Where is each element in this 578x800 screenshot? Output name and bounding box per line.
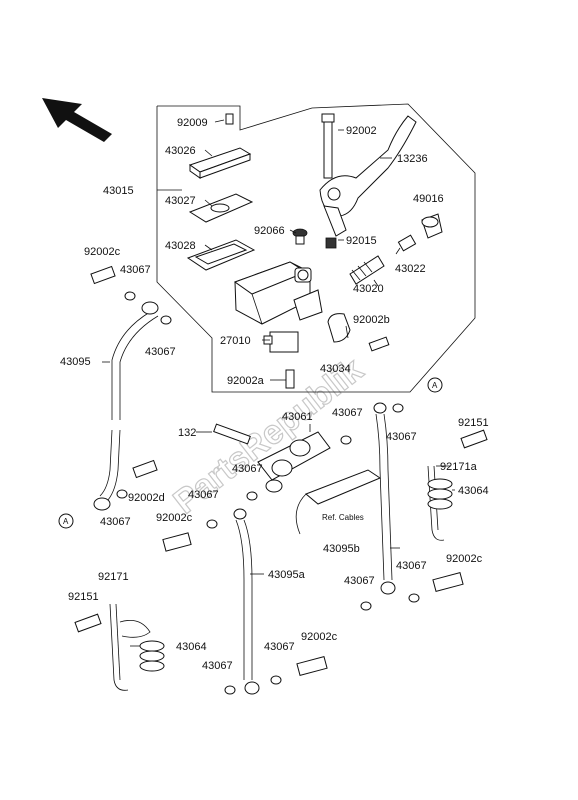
label-43067-rb2: 43067 bbox=[396, 560, 427, 572]
banjo-bolt-r bbox=[432, 571, 464, 593]
label-43095a: 43095a bbox=[268, 569, 306, 581]
lever-boot bbox=[421, 213, 443, 239]
label-43067-mid3: 43067 bbox=[188, 489, 219, 501]
clamp-bolt-b bbox=[368, 336, 390, 352]
front-arrow-icon bbox=[42, 98, 112, 142]
master-cylinder-body bbox=[233, 261, 323, 325]
label-92002c-tl: 92002c bbox=[84, 246, 121, 258]
label-92066: 92066 bbox=[254, 225, 285, 237]
cap-screw bbox=[225, 113, 234, 125]
label-43064-l: 43064 bbox=[176, 641, 207, 653]
diaphragm bbox=[186, 239, 256, 271]
label-43020: 43020 bbox=[353, 283, 384, 295]
label-92171: 92171 bbox=[98, 571, 129, 583]
joint-bracket bbox=[295, 469, 382, 535]
brake-hose-43095a bbox=[233, 508, 260, 695]
lever-holder-clamp bbox=[327, 313, 351, 343]
assembly-outline bbox=[156, 103, 476, 393]
label-43064-r: 43064 bbox=[458, 485, 489, 497]
bolt-92151-r bbox=[460, 429, 488, 449]
washers-mid bbox=[206, 403, 404, 529]
label-43015: 43015 bbox=[103, 185, 134, 197]
label-43027: 43027 bbox=[165, 195, 196, 207]
banjo-bolt-d bbox=[132, 459, 158, 479]
label-43028: 43028 bbox=[165, 240, 196, 252]
label-92002c-mid: 92002c bbox=[156, 512, 193, 524]
marker-a-left-text: A bbox=[63, 517, 69, 526]
label-43067-tl2: 43067 bbox=[145, 346, 176, 358]
washers-bottom bbox=[224, 675, 282, 695]
label-92151-r: 92151 bbox=[458, 417, 489, 429]
label-43067-ra: 43067 bbox=[386, 431, 417, 443]
label-43034: 43034 bbox=[320, 363, 351, 375]
label-43067-bl: 43067 bbox=[100, 516, 131, 528]
brake-lever bbox=[319, 115, 417, 237]
label-132: 132 bbox=[178, 427, 196, 439]
brake-hose-43095 bbox=[93, 301, 159, 511]
banjo-bolt-tl bbox=[90, 265, 116, 285]
push-rod-set bbox=[349, 234, 417, 285]
bleed-plug bbox=[292, 228, 308, 245]
joint-bolt-132 bbox=[213, 423, 251, 445]
marker-a-left: A bbox=[58, 513, 74, 529]
bolt-92151-l bbox=[74, 613, 102, 633]
label-92171a: 92171a bbox=[440, 461, 478, 473]
marker-a-right-text: A bbox=[432, 381, 438, 390]
label-43026: 43026 bbox=[165, 145, 196, 157]
hose-bracket-92171 bbox=[109, 603, 151, 691]
label-43095: 43095 bbox=[60, 356, 91, 368]
banjo-bolt-mid bbox=[162, 532, 192, 552]
brake-switch bbox=[263, 331, 299, 353]
label-49016: 49016 bbox=[413, 193, 444, 205]
label-92002-top: 92002 bbox=[346, 125, 377, 137]
pivot-nut bbox=[325, 237, 337, 249]
label-92002d: 92002d bbox=[128, 492, 165, 504]
label-43022: 43022 bbox=[395, 263, 426, 275]
cap-plate bbox=[188, 193, 254, 223]
label-92002c-r: 92002c bbox=[446, 553, 483, 565]
ref-cables-note: Ref. Cables bbox=[322, 513, 364, 522]
label-43067-b1: 43067 bbox=[202, 660, 233, 672]
label-92002b: 92002b bbox=[353, 314, 390, 326]
leader-lines bbox=[102, 119, 455, 647]
label-92002a: 92002a bbox=[227, 375, 265, 387]
label-92009: 92009 bbox=[177, 117, 208, 129]
label-43067-mid: 43067 bbox=[332, 407, 363, 419]
switch-bolt-a bbox=[285, 369, 295, 389]
label-43067-tl: 43067 bbox=[120, 264, 151, 276]
label-27010: 27010 bbox=[220, 335, 251, 347]
label-13236: 13236 bbox=[397, 153, 428, 165]
pivot-bolt bbox=[321, 113, 335, 179]
label-92002c-b: 92002c bbox=[301, 631, 338, 643]
washer-tl bbox=[116, 291, 172, 499]
label-43067-b2: 43067 bbox=[264, 641, 295, 653]
part-labels: 92009 43026 43015 43027 43028 92066 9200… bbox=[60, 117, 489, 672]
marker-a-right: A bbox=[427, 377, 443, 393]
label-43095b: 43095b bbox=[323, 543, 360, 555]
label-92151-l: 92151 bbox=[68, 591, 99, 603]
label-43061: 43061 bbox=[282, 411, 313, 423]
label-92015: 92015 bbox=[346, 235, 377, 247]
banjo-bolt-bottom bbox=[296, 655, 328, 677]
label-43067-mid2: 43067 bbox=[232, 463, 263, 475]
three-way-joint bbox=[257, 431, 331, 493]
label-43067-rb: 43067 bbox=[344, 575, 375, 587]
reservoir-cap bbox=[188, 147, 252, 179]
brake-hose-43095b bbox=[373, 402, 396, 595]
washers-r bbox=[360, 593, 420, 611]
grommet-l bbox=[139, 640, 165, 672]
grommet-r bbox=[427, 478, 453, 510]
